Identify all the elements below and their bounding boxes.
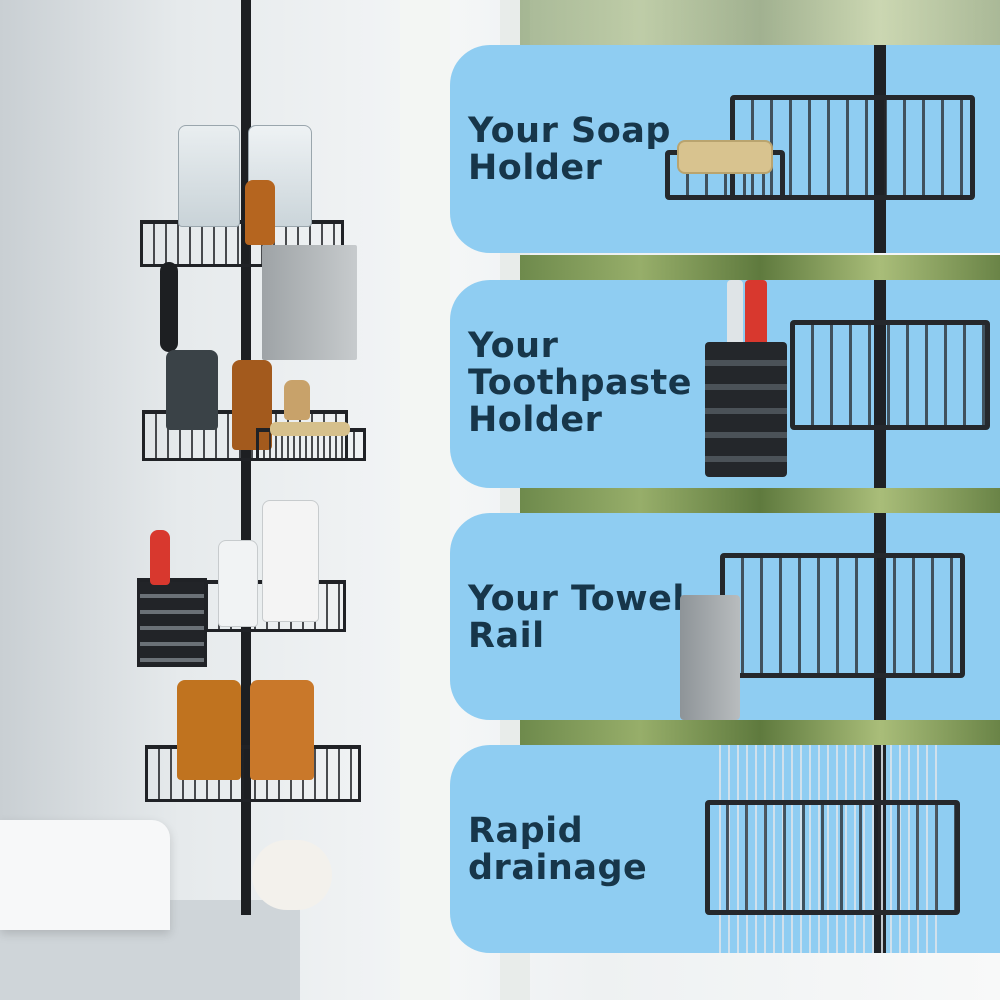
feature-label-soap: Your Soap Holder bbox=[468, 111, 671, 188]
window-frame-left bbox=[400, 0, 450, 1000]
gray-bottle bbox=[166, 350, 218, 430]
feature-panel-toothpaste: Your Toothpaste Holder bbox=[450, 280, 1000, 488]
toothpaste-holder-icon bbox=[790, 320, 990, 440]
feature-label-towel: Your Towel Rail bbox=[468, 579, 685, 656]
feature-panel-towel: Your Towel Rail bbox=[450, 513, 1000, 720]
toothbrush-cup bbox=[137, 578, 207, 667]
white-bottle-2 bbox=[218, 540, 258, 627]
sink bbox=[0, 820, 170, 930]
feature-label-toothpaste: Your Toothpaste Holder bbox=[468, 326, 692, 440]
tree-background-2 bbox=[520, 488, 1000, 513]
white-bottle-1 bbox=[262, 500, 319, 622]
towel-on-shelf bbox=[262, 245, 357, 360]
towel-rail-icon bbox=[720, 553, 970, 713]
tree-background-1 bbox=[520, 255, 1000, 280]
soap-dish-icon bbox=[665, 140, 790, 200]
pump-bottle-1 bbox=[178, 125, 240, 227]
amber-bottle-1 bbox=[245, 180, 275, 245]
amber-pump-2 bbox=[250, 680, 314, 780]
drainage-basket-icon bbox=[705, 800, 960, 920]
amber-pump-1 bbox=[177, 680, 241, 780]
toothbrush-cup-icon bbox=[705, 280, 795, 480]
feature-label-drainage: Rapid drainage bbox=[468, 811, 648, 888]
soap-bar bbox=[270, 422, 350, 436]
towel-icon bbox=[680, 595, 740, 720]
tree-background-3 bbox=[520, 720, 1000, 745]
hanging-brush bbox=[160, 262, 178, 352]
feature-panel-soap: Your Soap Holder bbox=[450, 45, 1000, 253]
diffuser bbox=[284, 380, 310, 420]
tree-background-top bbox=[520, 0, 1000, 45]
bath-pouf bbox=[252, 840, 332, 910]
toothpaste-tube bbox=[150, 530, 170, 585]
feature-panel-drainage: Rapid drainage bbox=[450, 745, 1000, 953]
